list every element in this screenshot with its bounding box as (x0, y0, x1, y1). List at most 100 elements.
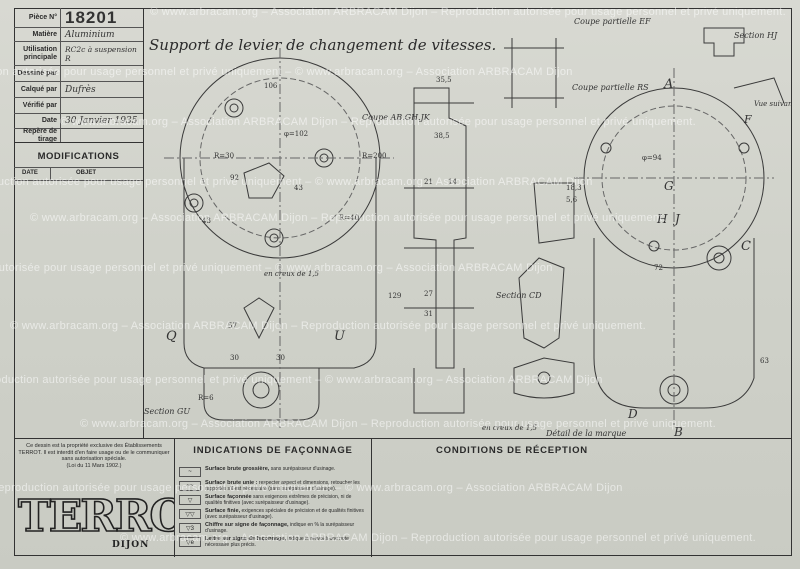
front-view-boss (242, 371, 280, 409)
terrot-logo: TERROT DIJON (14, 479, 221, 557)
note-coupe-rs: Coupe partielle RS (572, 83, 649, 92)
conditions-title: CONDITIONS DE RÉCEPTION (436, 445, 588, 456)
side-view-body (593, 238, 755, 409)
dim-94: φ=94 (642, 154, 662, 162)
dim-56: 5,6 (566, 196, 578, 204)
note-detail: Détail de la marque (545, 429, 627, 438)
modifications-panel: MODIFICATIONS DATE OBJET (14, 143, 144, 438)
front-view-body (183, 158, 377, 369)
dim-r40: R=40 (339, 214, 359, 222)
dim-385: 38,5 (434, 132, 450, 140)
modifications-col-date: DATE (22, 170, 38, 176)
letter-a: A (663, 77, 673, 92)
dim-27: 27 (424, 290, 433, 298)
indication-symbol: ▽ (179, 495, 201, 505)
dim-r200: R=200 (362, 152, 387, 160)
dim-355: 35,5 (436, 76, 452, 84)
letter-b: B (673, 425, 683, 438)
dessine-value (61, 66, 143, 81)
note-en-creux: en creux de 1,5 (482, 424, 537, 432)
dim-r30: R=30 (214, 152, 234, 160)
front-view-pitch-circle (199, 77, 361, 239)
dim-92: 92 (230, 174, 239, 182)
calque-value: Dufrès (65, 84, 96, 95)
note-section-gu: Section GU (144, 407, 190, 416)
verifie-label: Vérifié par (14, 98, 61, 113)
title-row-repere: Repère de tirage (14, 128, 143, 143)
dim-129: 129 (388, 292, 401, 300)
indications-panel: INDICATIONS DE FAÇONNAGE ~ Surface brute… (174, 439, 372, 557)
indication-symbol: ~~ (179, 481, 201, 491)
indication-row: ▽▽ Surface finie, exigences spéciales de… (179, 508, 369, 521)
dim-57: 57 (228, 322, 237, 330)
title-block: Pièce N° 18201 Matière Aluminium Utilisa… (14, 8, 144, 143)
letter-g: G (664, 179, 674, 193)
dim-14: 14 (448, 178, 457, 186)
repere-label: Repère de tirage (14, 128, 61, 143)
letter-d: D (627, 407, 638, 421)
letter-j: J (672, 212, 681, 226)
section-cd-profile (518, 257, 565, 349)
drawing-frame (14, 8, 792, 556)
section-ab-profile (413, 87, 467, 369)
letter-c: C (741, 239, 751, 254)
title-row-dessine: Dessiné par (14, 66, 143, 82)
dim-63: 63 (760, 357, 769, 365)
logo-city: DIJON (112, 540, 149, 550)
note-vue-suivant: Vue suivant F (754, 100, 792, 108)
front-view-arrow-mark (243, 297, 275, 340)
title-row-piece: Pièce N° 18201 (14, 8, 143, 28)
legal-text: Ce dessin est la propriété exclusive des… (18, 443, 170, 463)
dim-31: 31 (424, 310, 433, 318)
indication-row: ▽e Lettre sur signe de façonnage, indiqu… (179, 536, 369, 549)
letter-f: F (743, 113, 752, 126)
utilisation-label: Utilisation principale (14, 42, 61, 65)
title-row-date: Date 30 Janvier 1935 (14, 114, 143, 129)
piece-number: 18201 (65, 7, 118, 27)
indication-symbol: ▽3 (179, 523, 201, 533)
utilisation-value: RC2c à suspension R (65, 44, 137, 63)
dim-102: φ=102 (284, 130, 308, 138)
legal-notice: Ce dessin est la propriété exclusive des… (14, 439, 174, 477)
technical-drawing: Support de levier de changement de vites… (144, 17, 792, 438)
dim-43b: 43 (294, 184, 303, 192)
matiere-value: Aluminium (65, 29, 115, 40)
indication-row: ~~ Surface brute unie : respecter aspect… (179, 480, 369, 493)
logo-wordmark: TERROT (18, 491, 174, 542)
dim-183: 18,3 (566, 184, 582, 192)
modifications-col-objet: OBJET (76, 170, 97, 176)
verifie-value (61, 98, 143, 113)
note-coupe-ef: Coupe partielle EF (574, 17, 651, 26)
indication-row: ~ Surface brute grossière, sans surépais… (179, 466, 369, 479)
title-row-matiere: Matière Aluminium (14, 28, 143, 42)
modifications-title: MODIFICATIONS (37, 151, 120, 162)
front-view-lever-slot (243, 162, 285, 199)
note-en-creux-front: en creux de 1,5 (264, 270, 319, 278)
dim-43a: 43 (202, 217, 211, 225)
detail-mark (513, 357, 575, 399)
title-row-calque: Calqué par Dufrès (14, 82, 143, 98)
matiere-label: Matière (14, 28, 61, 41)
letter-u: U (334, 329, 346, 344)
note-section-hj: Section HJ (734, 31, 778, 40)
indication-symbol: ▽▽ (179, 509, 201, 519)
conditions-panel: CONDITIONS DE RÉCEPTION (372, 439, 790, 557)
indication-row: ▽ Surface façonnée sans exigences extrêm… (179, 494, 369, 507)
dim-72: 72 (654, 264, 663, 272)
note-section-cd: Section CD (496, 291, 542, 300)
dim-30a: 30 (230, 354, 239, 362)
note-coupe-ab: Coupe AB.GH.JK (362, 113, 431, 122)
dessine-label: Dessiné par (14, 66, 61, 81)
repere-value (61, 129, 143, 142)
indications-title: INDICATIONS DE FAÇONNAGE (193, 445, 353, 456)
bottom-band: Ce dessin est la propriété exclusive des… (14, 438, 792, 557)
dim-r6: R=6 (198, 394, 214, 402)
title-row-utilisation: Utilisation principale RC2c à suspension… (14, 42, 143, 66)
letter-h: H (656, 212, 668, 226)
letter-q: Q (166, 329, 177, 344)
indication-row: ▽3 Chiffre sur signe de façonnage, indiq… (179, 522, 369, 535)
calque-label: Calqué par (14, 82, 61, 97)
legal-law: (Loi du 11 Mars 1902.) (66, 462, 122, 469)
dim-106: 106 (264, 82, 278, 90)
